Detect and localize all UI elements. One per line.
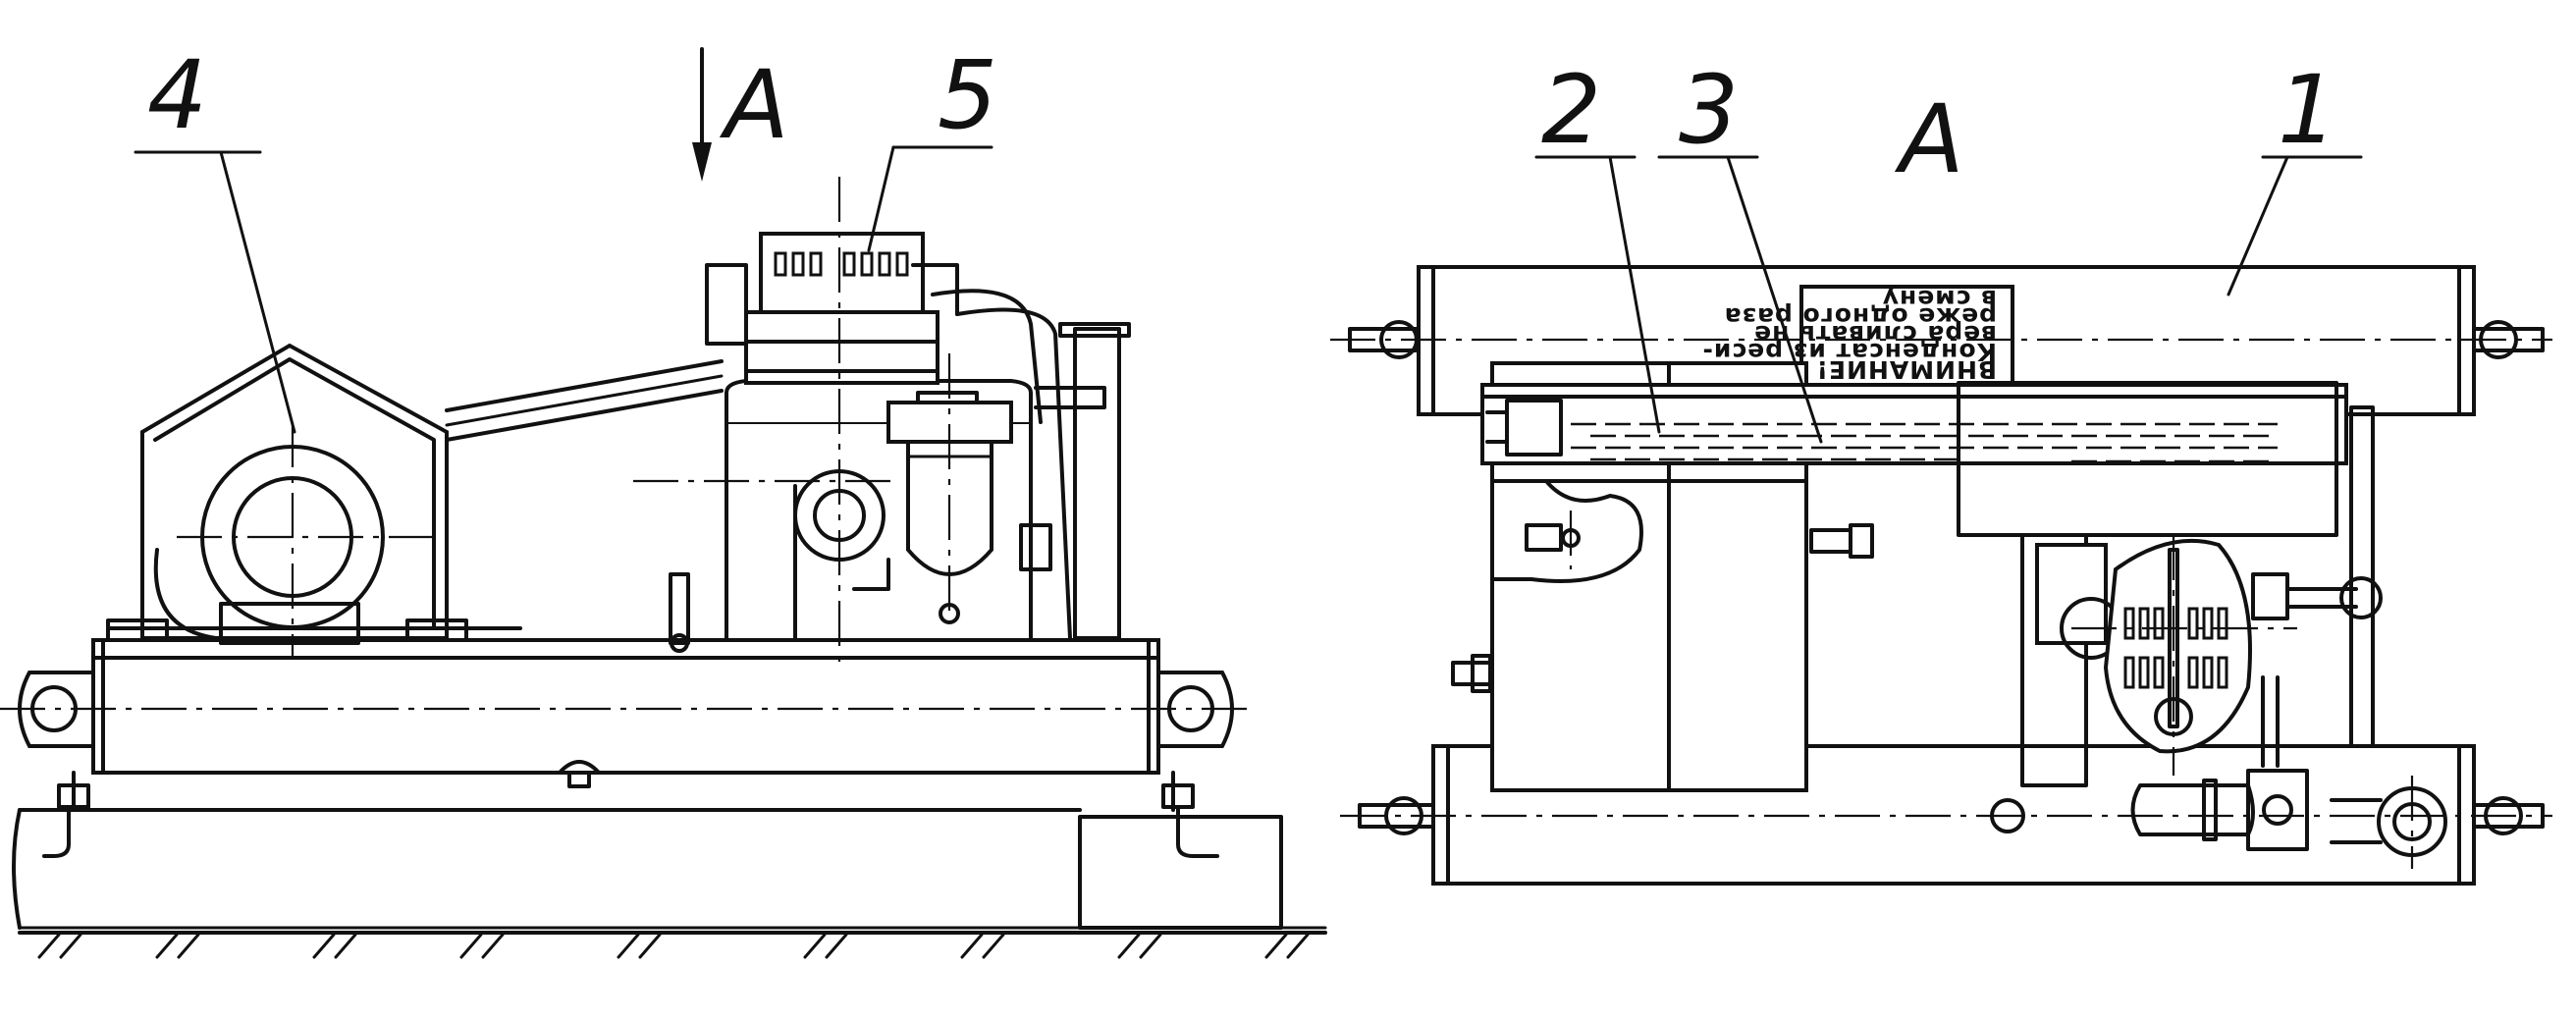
plate-line-4: реже одного раза [1724, 302, 1997, 331]
oil-sump [1480, 381, 2348, 537]
label-4: 4 [147, 40, 207, 150]
view-a-title: A [1894, 84, 1964, 194]
label-3: 3 [1679, 55, 1739, 165]
leader-lines [134, 145, 993, 434]
foundation [12, 808, 1327, 959]
warning-plate: ВНИМАНИЕ! Конденсат из реси- вера сливат… [1702, 285, 2014, 387]
oil-level-lines [1571, 422, 2278, 463]
label-1: 1 [2278, 55, 2337, 165]
label-5: 5 [938, 40, 997, 150]
view-arrow-a [692, 47, 712, 182]
compressor-top [1990, 538, 2447, 857]
ground-hatching [37, 933, 1310, 959]
view-a-center-lines [1330, 338, 2552, 869]
view-a: ВНИМАНИЕ! Конденсат из реси- вера сливат… [1330, 55, 2552, 886]
v-belt [445, 359, 724, 442]
plate-line-3: вера сливать не [1753, 320, 1997, 349]
plate-line-1: ВНИМАНИЕ! [1816, 355, 1997, 384]
electric-motor [106, 343, 522, 645]
receiver-tank [18, 638, 1234, 858]
view-a-leader-lines [1534, 155, 2363, 444]
front-view: 4 5 A [0, 40, 1327, 959]
plate-line-5: в смену [1882, 285, 1997, 313]
label-2: 2 [1541, 55, 1601, 165]
center-lines [0, 177, 1247, 711]
view-arrow-label: A [719, 50, 789, 160]
